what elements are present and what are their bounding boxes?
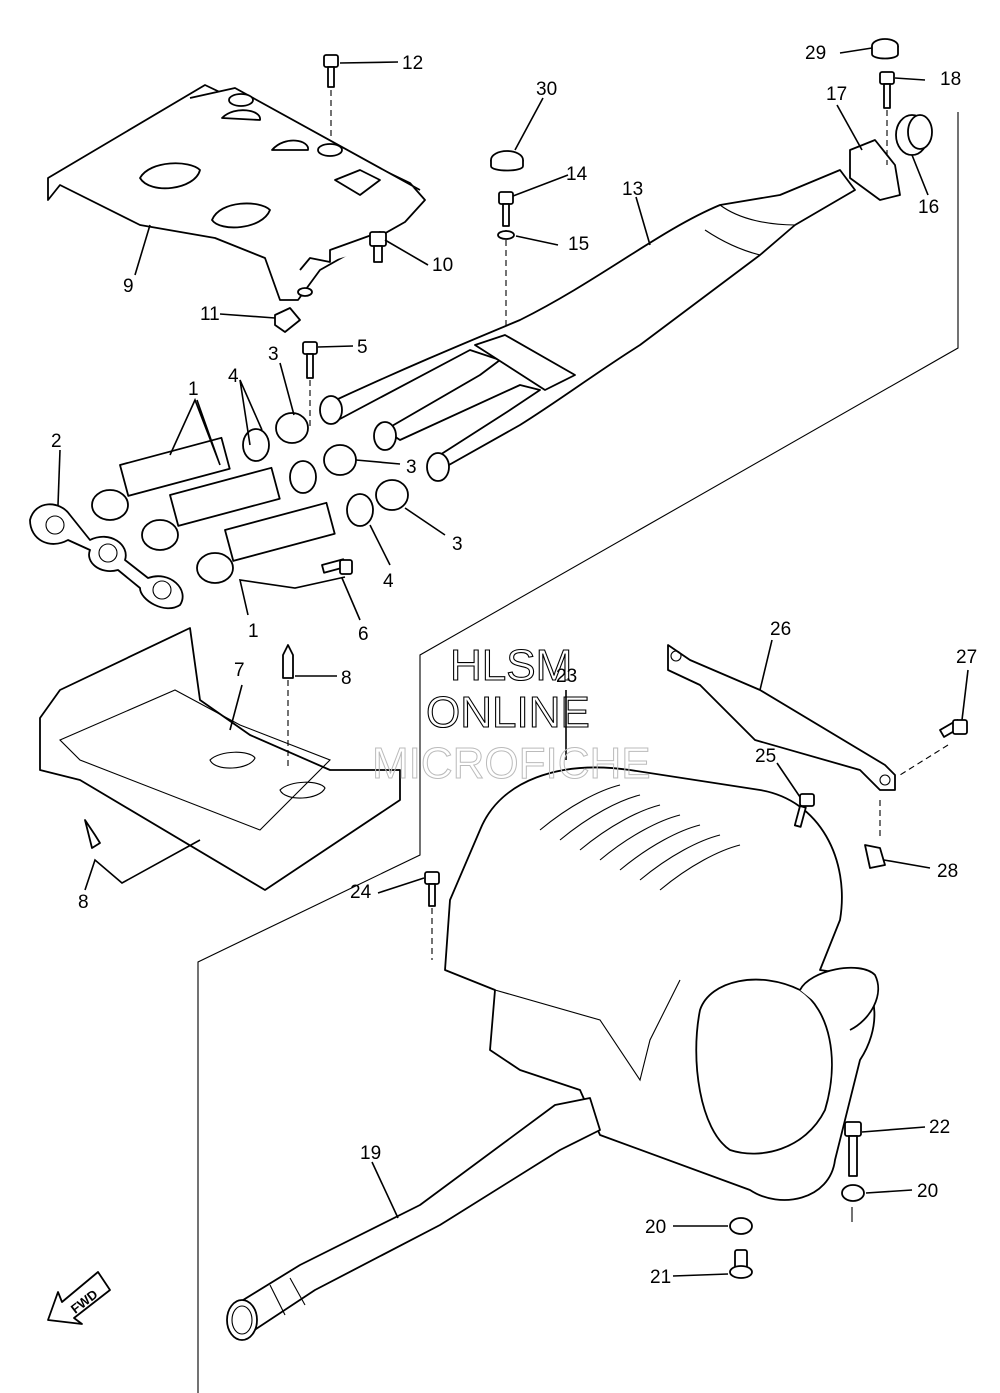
callout-14: 14 bbox=[566, 164, 588, 185]
callout-15: 15 bbox=[568, 234, 589, 255]
part-10-bolt bbox=[369, 231, 387, 263]
callout-11: 11 bbox=[200, 304, 220, 325]
watermark-line-2: ONLINE bbox=[426, 688, 590, 737]
callout-26: 26 bbox=[770, 619, 791, 640]
muffler-slots bbox=[539, 784, 741, 891]
part-7-heat-shield bbox=[39, 627, 401, 891]
part-26-bracket bbox=[667, 644, 896, 791]
watermark-line-1: HLSM bbox=[450, 641, 572, 690]
callout-3-lower: 3 bbox=[452, 534, 463, 555]
part-4-seals bbox=[242, 428, 374, 527]
part-23-muffler bbox=[444, 766, 880, 1201]
part-28-nut bbox=[864, 800, 886, 869]
callout-28: 28 bbox=[937, 861, 958, 882]
callout-9: 9 bbox=[123, 276, 134, 297]
part-25-bolt bbox=[793, 793, 815, 828]
callout-6: 6 bbox=[358, 624, 369, 645]
part-24-bolt bbox=[424, 871, 440, 960]
callout-8-upper: 8 bbox=[341, 668, 352, 689]
part-5-bolt bbox=[302, 341, 318, 428]
callout-4-upper: 4 bbox=[228, 366, 239, 387]
callout-3-upper: 3 bbox=[268, 344, 279, 365]
part-8-rivets bbox=[84, 644, 294, 849]
part-27-bolt bbox=[899, 719, 968, 776]
part-6-bolt bbox=[321, 558, 353, 575]
callout-20-left: 20 bbox=[645, 1217, 666, 1238]
callout-20-right: 20 bbox=[917, 1181, 938, 1202]
callout-16: 16 bbox=[918, 197, 939, 218]
part-2-gasket bbox=[29, 503, 184, 610]
part-14-bolt bbox=[498, 191, 514, 345]
part-16-grommet bbox=[895, 114, 933, 156]
callout-12: 12 bbox=[402, 53, 423, 74]
callout-23: 23 bbox=[556, 666, 577, 687]
part-9-heat-shield bbox=[47, 84, 426, 301]
watermark: HLSM ONLINE MICROFICHE bbox=[372, 640, 652, 788]
callout-numbers: 12 10 11 9 5 14 15 30 13 17 16 18 29 2 1… bbox=[51, 43, 977, 1288]
part-20-spacers bbox=[729, 1184, 865, 1235]
frame-lines bbox=[197, 112, 959, 1393]
part-29-cap bbox=[871, 38, 899, 60]
callout-10: 10 bbox=[432, 255, 453, 276]
part-21-pin bbox=[729, 1249, 753, 1279]
callout-2: 2 bbox=[51, 431, 62, 452]
callout-17: 17 bbox=[826, 84, 847, 105]
callout-7: 7 bbox=[234, 660, 245, 681]
callout-19: 19 bbox=[360, 1143, 381, 1164]
part-15-washer bbox=[497, 230, 515, 240]
callout-22: 22 bbox=[929, 1117, 950, 1138]
callout-18: 18 bbox=[940, 69, 961, 90]
watermark-line-3: MICROFICHE bbox=[372, 739, 651, 788]
part-17-clamp bbox=[849, 139, 901, 201]
part-22-bolt bbox=[844, 1121, 862, 1177]
callout-1-upper: 1 bbox=[188, 379, 199, 400]
part-18-bolt bbox=[879, 71, 895, 165]
callout-25: 25 bbox=[755, 746, 776, 767]
part-12-bolt bbox=[323, 54, 339, 140]
part-30-cap bbox=[490, 150, 524, 172]
callout-8-lower: 8 bbox=[78, 892, 89, 913]
part-13-exhaust-pipe bbox=[319, 169, 856, 482]
callout-21: 21 bbox=[650, 1267, 671, 1288]
callout-5: 5 bbox=[357, 337, 368, 358]
callout-13: 13 bbox=[622, 179, 643, 200]
callout-3-middle: 3 bbox=[406, 457, 417, 478]
callout-27: 27 bbox=[956, 647, 977, 668]
forward-arrow: FWD bbox=[47, 1271, 111, 1325]
part-3-clamps bbox=[275, 412, 409, 511]
leader-lines bbox=[57, 47, 969, 1277]
callout-24: 24 bbox=[350, 882, 372, 903]
callout-4-lower: 4 bbox=[383, 571, 394, 592]
part-19-tail-pipe bbox=[226, 1097, 601, 1341]
callout-30: 30 bbox=[536, 79, 557, 100]
callout-29: 29 bbox=[805, 43, 826, 64]
part-1-flex-joints bbox=[91, 436, 336, 584]
part-11-clip bbox=[274, 307, 301, 333]
callout-1-lower: 1 bbox=[248, 621, 259, 642]
